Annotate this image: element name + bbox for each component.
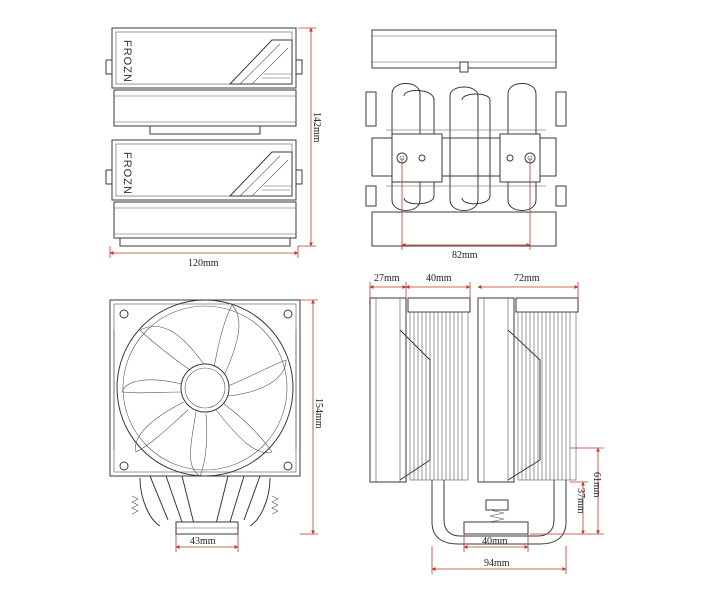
dimension-line-120mm	[109, 246, 299, 258]
dimension-label-94mm: 94mm	[484, 558, 510, 569]
dimension-line-154mm	[300, 299, 318, 535]
dimension-line-142mm	[298, 27, 316, 247]
dimension-line-72mm	[477, 282, 579, 298]
dimension-line-43mm	[175, 534, 239, 552]
dimension-line-27mm	[369, 282, 407, 298]
dimension-label-82mm: 82mm	[452, 250, 478, 261]
dimension-label-40mm-bottom: 40mm	[482, 536, 508, 547]
dimension-line-37mm	[570, 481, 588, 535]
top-view	[105, 27, 303, 247]
dimension-label-40mm-top: 40mm	[426, 273, 452, 284]
dimension-line-40mm-top	[405, 282, 471, 298]
dimension-label-72mm: 72mm	[514, 273, 540, 284]
dimension-label-27mm: 27mm	[374, 273, 400, 284]
heatpipe-top-view	[365, 29, 567, 247]
dimension-line-82mm	[401, 158, 531, 250]
brand-label-bottom: FROZN	[121, 152, 133, 195]
dimension-line-94mm	[431, 546, 567, 574]
dimension-label-61mm: 61mm	[591, 472, 602, 498]
dimension-label-120mm: 120mm	[188, 258, 219, 269]
dimension-label-142mm: 142mm	[311, 112, 322, 143]
dimension-label-37mm: 37mm	[575, 488, 586, 514]
brand-label-top: FROZN	[121, 40, 133, 83]
dimension-line-61mm	[530, 447, 604, 535]
dimension-label-43mm: 43mm	[190, 536, 216, 547]
side-view	[369, 297, 579, 545]
dimension-line-40mm-bottom	[463, 534, 529, 552]
front-view	[109, 299, 301, 535]
dimension-label-154mm: 154mm	[313, 398, 324, 429]
